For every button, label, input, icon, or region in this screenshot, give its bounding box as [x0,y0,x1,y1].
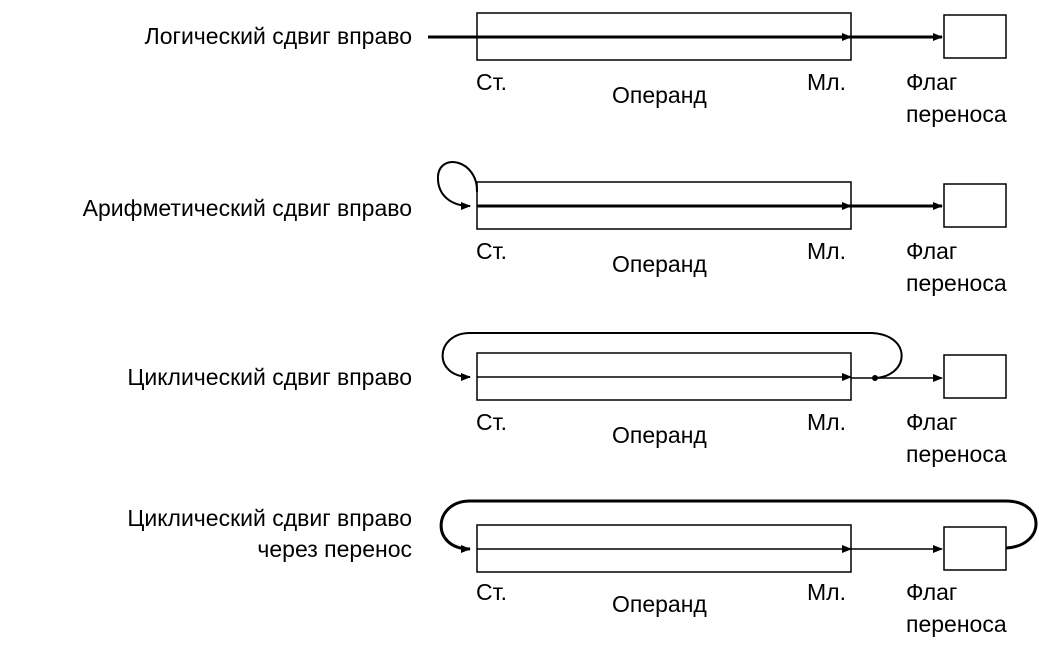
lsb-label: Мл. [807,579,846,605]
rotate-right-diagram: Циклический сдвиг вправо Ст. Операнд Мл.… [127,332,1007,467]
flag-label-line-2: переноса [906,270,1007,296]
msb-label: Ст. [476,69,507,95]
sign-bit-feedback-loop [436,161,479,210]
flag-label-line-2: переноса [906,441,1007,467]
arithmetic-shift-right-diagram: Арифметический сдвиг вправо Ст. Операнд … [83,161,1007,296]
carry-flag-box [943,526,1007,571]
carry-flag-box [943,354,1007,399]
branch-point [872,375,878,381]
flag-label-line-1: Флаг [906,69,957,95]
rotate-right-through-carry-diagram: Циклический сдвиг вправо через перенос С… [127,499,1038,637]
lsb-label: Мл. [807,409,846,435]
flag-label-line-1: Флаг [906,238,957,264]
msb-label: Ст. [476,579,507,605]
carry-flag-box [943,14,1007,59]
diagram-title: Циклический сдвиг вправо [127,364,412,390]
rotate-through-carry-loop [439,499,1038,553]
flag-label-line-1: Флаг [906,409,957,435]
diagram-title: Арифметический сдвиг вправо [83,195,412,221]
lsb-label: Мл. [807,238,846,264]
diagram-title: Логический сдвиг вправо [145,23,412,49]
flag-label-line-2: переноса [906,611,1007,637]
diagram-title-line-1: Циклический сдвиг вправо [127,505,412,531]
carry-flag-box [943,183,1007,228]
operand-label: Операнд [612,82,707,108]
flag-label-line-2: переноса [906,101,1007,127]
flag-label-line-1: Флаг [906,579,957,605]
diagram-title-line-2: через перенос [257,536,412,562]
rotate-feedback-loop [441,332,903,381]
operand-label: Операнд [612,251,707,277]
operand-label: Операнд [612,422,707,448]
logical-shift-right-diagram: Логический сдвиг вправо Ст. Операнд Мл. … [145,12,1007,127]
operand-label: Операнд [612,591,707,617]
msb-label: Ст. [476,238,507,264]
msb-label: Ст. [476,409,507,435]
lsb-label: Мл. [807,69,846,95]
